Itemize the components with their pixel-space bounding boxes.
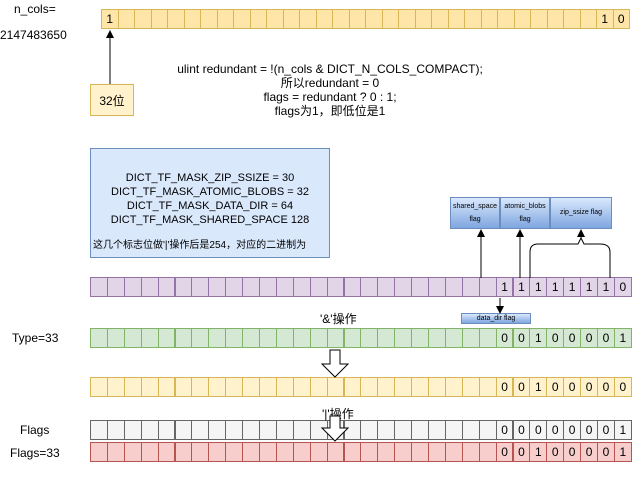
bit-cell: 1 — [101, 9, 119, 29]
down-arrow-2 — [320, 415, 350, 442]
mask-line-3: DICT_TF_MASK_DATA_DIR = 64 — [126, 200, 294, 212]
bit-cell: 1 — [596, 9, 614, 29]
n-cols-label: n_cols= — [14, 2, 56, 16]
code-line-4: flags为1，即低位是1 — [274, 104, 386, 118]
code-block: ulint redundant = !(n_cols & DICT_N_COLS… — [160, 62, 500, 118]
type-label: Type=33 — [12, 331, 59, 345]
bit-cell: 1 — [613, 420, 632, 440]
code-line-2: 所以redundant = 0 — [280, 76, 380, 90]
bit-cell: 1 — [580, 277, 598, 297]
and-operation-label: '&'操作 — [320, 312, 357, 326]
down-arrow-1 — [320, 349, 350, 378]
bit-cell: 0 — [613, 377, 632, 397]
shared-space-flag-box: shared_space flag — [450, 197, 500, 229]
code-line-3: flags = redundant ? 0 : 1; — [263, 90, 397, 104]
bit-cell: 0 — [495, 328, 514, 348]
bit-cell: 0 — [546, 328, 565, 348]
n-cols-value: 2147483650 — [0, 28, 67, 42]
mask-line-1: DICT_TF_MASK_ZIP_SSIZE = 30 — [125, 172, 295, 184]
mask-line-4: DICT_TF_MASK_SHARED_SPACE 128 — [110, 214, 310, 226]
bit-cell: 0 — [495, 377, 514, 397]
bit-cell: 0 — [597, 442, 615, 462]
bit-cell: 0 — [563, 377, 582, 397]
mask-line-2: DICT_TF_MASK_ATOMIC_BLOBS = 32 — [111, 186, 309, 198]
bit-cell: 0 — [529, 420, 548, 440]
bit-cell: 1 — [613, 328, 632, 348]
bit-cell: 1 — [613, 442, 632, 462]
bit-cell: 0 — [612, 9, 630, 29]
code-line-1: ulint redundant = !(n_cols & DICT_N_COLS… — [177, 62, 483, 76]
bit-cell: 1 — [512, 277, 531, 297]
mask-line-5: 这几个标志位做'|'操作后是254，对应的二进制为 — [93, 240, 307, 251]
mask-note-box: DICT_TF_MASK_ZIP_SSIZE = 30 DICT_TF_MASK… — [90, 148, 330, 258]
atomic-blobs-flag-box: atomic_blobs flag — [500, 197, 550, 229]
bit-cell: 0 — [512, 377, 531, 397]
zip-ssize-brace — [529, 236, 611, 278]
bit-cell: 0 — [613, 277, 632, 297]
flags33-label: Flags=33 — [10, 446, 60, 460]
flags-label: Flags — [20, 423, 50, 437]
bit-cell: 1 — [563, 277, 582, 297]
zip-ssize-flag-box: zip_ssize flag — [550, 197, 612, 229]
bit-cell: 0 — [597, 420, 615, 440]
bits-32-box: 32位 — [90, 84, 134, 116]
